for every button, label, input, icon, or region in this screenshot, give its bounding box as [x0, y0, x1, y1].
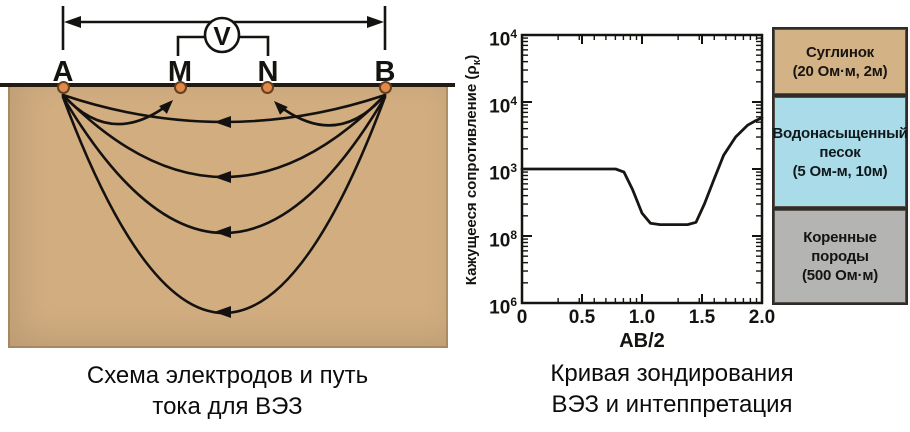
y-axis-title-close: )	[463, 54, 480, 60]
current-arrowheads	[159, 100, 288, 318]
y-tick-label: 106	[489, 295, 517, 319]
electrode-a	[57, 81, 70, 94]
x-axis-title: АВ/2	[619, 330, 665, 352]
arrowhead-shallow-icon	[214, 116, 231, 128]
x-tick-label: 0.5	[568, 307, 596, 328]
electrode-b	[379, 81, 392, 94]
left-caption-line2: тока для ВЭЗ	[152, 393, 303, 420]
right-arrowhead-icon	[367, 16, 384, 28]
electrode-labels: A M N B	[53, 56, 396, 85]
arrowhead-to-m-icon	[159, 100, 173, 114]
electrode-label-m: M	[168, 56, 192, 85]
x-tick-label: 1.0	[628, 307, 656, 328]
ground-surface-line	[0, 83, 455, 87]
left-caption: Схема электродов и путь тока для ВЭЗ	[0, 360, 455, 422]
x-tick-label: 0	[516, 307, 528, 328]
legend-layer-1: Суглинок(20 Ом·м, 2м)	[774, 29, 906, 94]
x-tick-label: 2.0	[748, 307, 776, 328]
electrode-label-b: B	[375, 56, 396, 85]
current-line-shallow	[61, 93, 387, 124]
right-caption-line2: ВЭЗ и интеппретация	[551, 391, 793, 418]
right-caption-line1: Кривая зондирования	[550, 360, 794, 387]
y-axis-title-sub: к	[471, 59, 483, 66]
electrode-m	[174, 81, 187, 94]
arrowhead-mid-icon	[214, 171, 231, 183]
apparatus-wiring-diagram: V A M N B	[53, 6, 396, 85]
left-arrowhead-icon	[64, 16, 81, 28]
legend-layer-line: Суглинок	[806, 43, 874, 61]
sounding-curve-plot	[520, 33, 764, 305]
legend-layer-line: Водонасыщенный	[772, 124, 908, 142]
current-line-deep	[61, 95, 387, 235]
legend-layer-line: песок	[819, 143, 861, 161]
y-tick-label: 104	[489, 27, 517, 51]
legend-layer-line: Коренные	[803, 229, 877, 246]
voltmeter-label: V	[213, 21, 231, 51]
left-caption-line1: Схема электродов и путь	[86, 362, 369, 389]
arrowhead-to-n-icon	[274, 101, 288, 115]
voltmeter-circle	[203, 16, 241, 54]
y-tick-label: 108	[489, 228, 517, 252]
ground-cross-section	[8, 85, 448, 348]
electrode-label-a: A	[53, 56, 74, 85]
arrowhead-deep-icon	[214, 226, 231, 238]
y-tick-label: 104	[489, 94, 517, 118]
legend-layer-line: (5 Ом-м, 10м)	[792, 162, 888, 180]
electrode-n	[261, 81, 274, 94]
legend-layer-line: (500 Ом·м)	[801, 267, 879, 284]
x-tick-label: 1.5	[688, 307, 716, 328]
legend-layer-line: (20 Ом·м, 2м)	[792, 62, 888, 80]
legend-layer-3: Коренные породы (500 Ом·м)	[774, 210, 906, 303]
sounding-curve	[520, 116, 764, 226]
right-caption: Кривая зондирования ВЭЗ и интеппретация	[455, 358, 889, 420]
y-tick-label: 103	[489, 161, 517, 185]
current-line-deepest	[61, 95, 387, 315]
arrowhead-deepest-icon	[214, 306, 231, 318]
current-flow-lines	[61, 93, 387, 318]
electrode-label-n: N	[258, 56, 279, 85]
legend-layer-line: породы	[811, 248, 869, 265]
mn-bracket	[176, 35, 270, 56]
